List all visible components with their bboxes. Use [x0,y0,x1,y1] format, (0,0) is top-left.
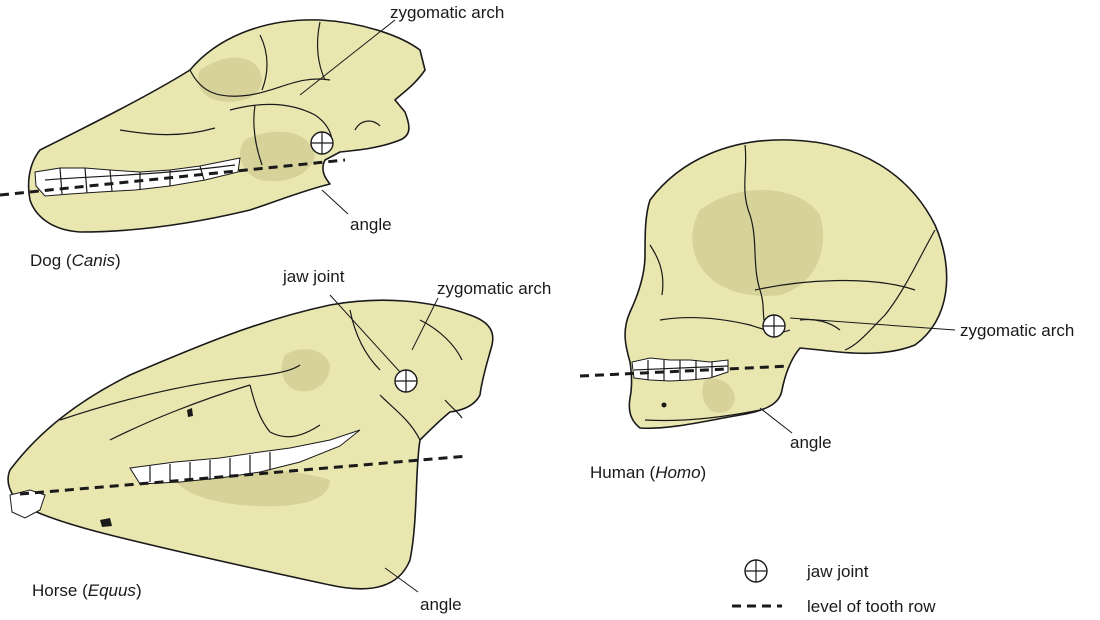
legend-tooth-row-label: level of tooth row [807,597,936,616]
horse-angle-leader [384,567,419,593]
horse-zygomatic-label: zygomatic arch [437,279,551,298]
dog-skull [27,19,426,233]
dog-angle-label: angle [350,215,392,234]
human-skull [624,139,948,430]
legend: jaw joint level of tooth row [732,559,936,616]
human-jaw-joint-icon [762,314,786,338]
horse-jaw-joint-icon [394,369,418,393]
human-zygomatic-leader [789,317,956,331]
horse-zygomatic-leader [411,297,439,351]
dog-zygomatic-label: zygomatic arch [390,3,504,22]
human-caption: Human (Homo) [590,463,706,482]
horse-angle-label: angle [420,595,462,614]
human-zygomatic-label: zygomatic arch [960,321,1074,340]
dog-tooth-row-line [0,158,346,197]
legend-jaw-joint-label: jaw joint [806,562,869,581]
human-angle-leader [759,407,793,434]
horse-jaw-joint-leader [329,294,401,373]
human-tooth-row-line [579,364,791,378]
dog-angle-leader [321,189,349,215]
dog-zygomatic-leader [299,19,396,96]
horse-skull [7,299,494,590]
horse-jaw-joint-label: jaw joint [282,267,345,286]
dog-caption: Dog (Canis) [30,251,121,270]
dog-jaw-joint-icon [310,131,334,155]
horse-caption: Horse (Equus) [32,581,142,600]
human-angle-label: angle [790,433,832,452]
legend-jaw-joint-icon [744,559,768,583]
